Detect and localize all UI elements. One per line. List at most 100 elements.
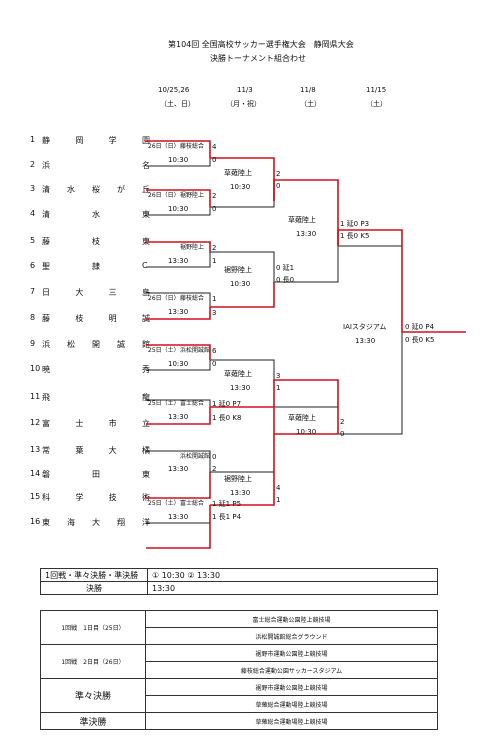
final-time: 13:30 bbox=[355, 337, 376, 345]
team-name-char: 大 bbox=[92, 518, 100, 527]
team-name-char: 大 bbox=[75, 288, 84, 297]
r1-time: 13:30 bbox=[168, 308, 189, 316]
venue-place: 浜松開誠館総合グラウンド bbox=[145, 627, 438, 645]
team-number: 6 bbox=[30, 261, 36, 270]
team-name-char: 浜 bbox=[42, 161, 50, 170]
team-number: 7 bbox=[30, 287, 36, 296]
team-name-char: 富 bbox=[42, 419, 50, 428]
day-r1: （土、日） bbox=[160, 100, 195, 108]
team-name-char: 学 bbox=[75, 493, 84, 502]
team-number: 10 bbox=[30, 364, 41, 373]
schedule-row: 決勝 13:30 bbox=[40, 581, 438, 595]
r1-bot-score: 0 bbox=[212, 360, 217, 368]
r1-top-score: 2 bbox=[212, 192, 217, 200]
team-number: 15 bbox=[30, 492, 41, 501]
final-venue: IAIスタジアム bbox=[343, 323, 387, 331]
team-name-char: 枝 bbox=[92, 237, 100, 246]
final-top-score: 0 延0 P4 bbox=[405, 323, 435, 331]
team-name-char: 飛 bbox=[42, 393, 50, 402]
team-name-char: 葉 bbox=[75, 446, 84, 455]
r1-bot-score: 1 bbox=[212, 257, 217, 265]
r1-time: 13:30 bbox=[168, 465, 189, 473]
sf-bot-score: 1 長0 K5 bbox=[340, 231, 370, 240]
r1-time: 10:30 bbox=[168, 204, 189, 213]
schedule-label: 決勝 bbox=[40, 581, 148, 595]
team-name-char: 聖 bbox=[42, 262, 50, 271]
team-name-char: 開 bbox=[92, 340, 100, 349]
venue-round: 準決勝 bbox=[40, 712, 146, 730]
r1-venue: 富士総合 bbox=[180, 400, 205, 407]
team-name-char: 静 bbox=[42, 136, 50, 145]
team-number: 13 bbox=[30, 445, 41, 454]
venue-place: 藤枝総合運動公園サッカースタジアム bbox=[145, 661, 438, 679]
qf-bot-score: 1 bbox=[276, 496, 281, 504]
date-r1: 10/25,26 bbox=[158, 86, 190, 94]
qf-venue: 裾野陸上 bbox=[224, 474, 252, 483]
qf-venue: 草薙陸上 bbox=[224, 369, 252, 378]
venue-table: 1回戦 1日目（25日） 富士総合運動公園陸上競技場 浜松開誠館総合グラウンド … bbox=[40, 610, 438, 730]
team-name-char: 清 bbox=[42, 210, 50, 219]
schedule-row: 1回戦・準々決勝・準決勝 ① 10:30 ② 13:30 bbox=[40, 568, 438, 582]
final-bot-score: 0 長0 K5 bbox=[405, 336, 435, 344]
r1-venue: 藤枝総合 bbox=[180, 295, 205, 302]
team-name-char: 科 bbox=[42, 493, 50, 502]
team-name-char: 隷 bbox=[92, 262, 100, 271]
r1-venue: 裾野陸上 bbox=[180, 192, 205, 199]
r1-day: 25日（土） bbox=[148, 347, 180, 354]
venue-place: 裾野市運動公園陸上競技場 bbox=[145, 644, 438, 662]
page-subtitle: 決勝トーナメント組合わせ bbox=[210, 54, 306, 63]
r1-top-score: 4 bbox=[212, 143, 217, 151]
team-number: 14 bbox=[30, 469, 41, 478]
r1-top-score: 0 bbox=[212, 453, 217, 461]
date-sf: 11/8 bbox=[300, 86, 316, 94]
team-name-char: 大 bbox=[108, 446, 117, 455]
team-number: 4 bbox=[30, 209, 36, 218]
day-qf: （月・祝） bbox=[226, 100, 261, 108]
team-name-char: 市 bbox=[108, 419, 117, 428]
team-name-char: 藤 bbox=[42, 314, 50, 323]
team-name-char: 岡 bbox=[75, 136, 84, 145]
team-number: 3 bbox=[30, 184, 36, 193]
r1-top-score: 1 延1 P5 bbox=[212, 500, 242, 508]
r1-venue: 富士総合 bbox=[180, 500, 205, 507]
team-name-char: 東 bbox=[142, 470, 150, 479]
team-name-char: 磐 bbox=[42, 470, 50, 479]
team-name-char: 龍 bbox=[142, 393, 150, 402]
team-name-char: 東 bbox=[42, 518, 50, 527]
sf-time: 10:30 bbox=[296, 427, 317, 436]
team-name-char: C bbox=[142, 261, 148, 270]
qf-bot-score: 1 bbox=[276, 384, 281, 392]
team-name-char: 日 bbox=[42, 288, 50, 297]
sf-time: 13:30 bbox=[296, 229, 317, 238]
team-name-char: 水 bbox=[67, 185, 75, 194]
r1-time: 10:30 bbox=[168, 155, 189, 164]
team-number: 12 bbox=[30, 418, 41, 427]
venue-place: 富士総合運動公園陸上競技場 bbox=[145, 610, 438, 628]
r1-day: 26日（日） bbox=[148, 143, 180, 150]
r1-day: 26日（日） bbox=[148, 295, 180, 302]
team-name-char: 田 bbox=[92, 470, 100, 479]
qf-time: 10:30 bbox=[230, 279, 251, 288]
qf-top-score: 4 bbox=[276, 484, 281, 492]
team-name-char: 浜 bbox=[42, 340, 50, 349]
team-number: 1 bbox=[30, 135, 36, 144]
team-name-char: 常 bbox=[42, 446, 50, 455]
sf-top-score: 1 延0 P3 bbox=[340, 219, 370, 228]
qf-top-score: 0 延1 bbox=[276, 264, 295, 272]
r1-time: 10:30 bbox=[168, 359, 189, 368]
r1-day: 26日（日） bbox=[148, 192, 180, 199]
r1-bot-score: 3 bbox=[212, 309, 217, 317]
team-number: 11 bbox=[30, 392, 41, 401]
venue-place: 裾野市運動公園陸上競技場 bbox=[145, 678, 438, 696]
qf-top-score: 3 bbox=[276, 372, 281, 380]
r1-venue: 浜松開誠館 bbox=[180, 453, 211, 460]
r1-time: 13:30 bbox=[168, 256, 189, 265]
team-name-char: 清 bbox=[42, 185, 50, 194]
r1-bot-score: 1 長0 K8 bbox=[212, 414, 242, 422]
day-final: （土） bbox=[366, 100, 387, 108]
schedule-table: 1回戦・準々決勝・準決勝 ① 10:30 ② 13:30 決勝 13:30 bbox=[40, 568, 438, 595]
sf-venue: 草薙陸上 bbox=[288, 215, 316, 224]
team-number: 16 bbox=[30, 517, 41, 526]
venue-round: 準々決勝 bbox=[40, 678, 146, 713]
team-name-char: 明 bbox=[108, 314, 117, 323]
